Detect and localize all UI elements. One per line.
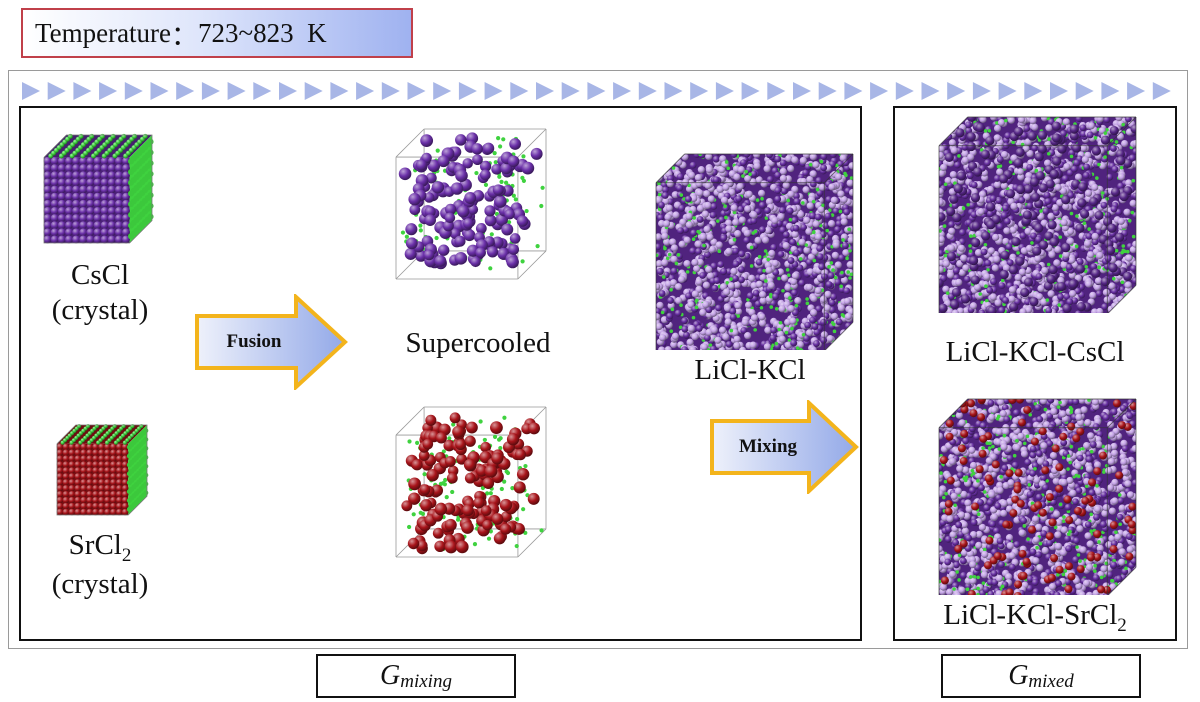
fusion-arrow — [195, 294, 348, 390]
cscl-state: (crystal) — [51, 294, 149, 327]
mixing-arrow — [710, 400, 859, 494]
licl-kcl-srcl2-label: LiCl-KCl-SrCl2 — [905, 598, 1165, 637]
supercooled-label: Supercooled — [405, 327, 551, 359]
supercooled-srcl2-cube — [395, 406, 547, 558]
licl-kcl-label: LiCl-KCl — [694, 354, 806, 386]
temperature-value: 723~823 K — [198, 17, 327, 48]
cscl-name: CsCl — [70, 259, 130, 291]
g-mixed-subscript: mixed — [1028, 671, 1074, 692]
licl-kcl-cube — [655, 153, 854, 350]
licl-kcl-srcl2-base: LiCl-KCl-SrCl — [943, 599, 1118, 631]
cscl-label: CsCl (crystal) — [30, 258, 170, 329]
process-frame — [8, 70, 1188, 649]
mixing-label: Mixing — [738, 436, 798, 457]
srcl2-name: SrCl2 — [30, 528, 170, 567]
licl-kcl-srcl2-cube — [938, 398, 1137, 595]
temperature-box: Temperature：723~823 K — [21, 8, 413, 58]
g-mixing-symbol: G — [380, 660, 401, 691]
g-mixing-subscript: mixing — [400, 671, 452, 692]
progress-chevrons — [22, 82, 1171, 100]
srcl2-state: (crystal) — [51, 567, 149, 600]
licl-kcl-cscl-label: LiCl-KCl-CsCl — [945, 336, 1125, 368]
srcl2-label: SrCl2 (crystal) — [30, 528, 170, 602]
licl-kcl-cscl-cube — [938, 116, 1137, 313]
licl-kcl-srcl2-sub: 2 — [1117, 614, 1127, 636]
srcl2-name-base: SrCl — [68, 529, 122, 561]
temperature-label: Temperature — [35, 17, 172, 48]
temperature-separator: ： — [171, 20, 199, 51]
srcl2-crystal-cube — [56, 424, 149, 516]
fusion-label: Fusion — [226, 331, 282, 352]
srcl2-name-sub: 2 — [121, 544, 132, 566]
g-mixed-symbol: G — [1008, 660, 1029, 691]
cscl-crystal-cube — [43, 133, 154, 244]
supercooled-cscl-cube — [395, 128, 547, 280]
